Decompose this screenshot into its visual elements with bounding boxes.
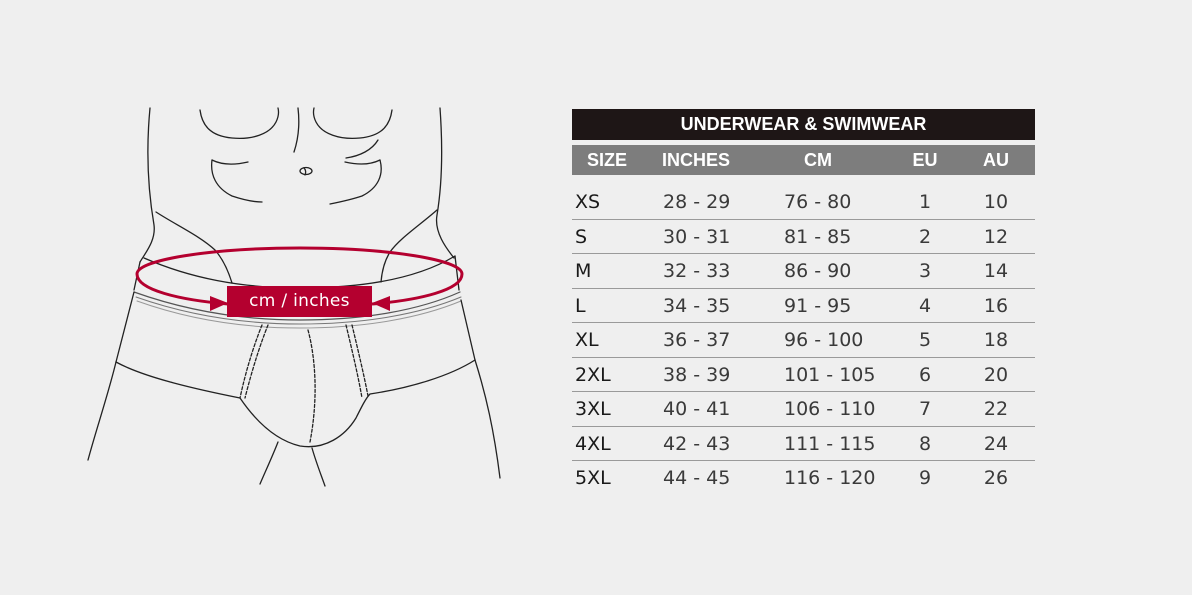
waistband-right-edge xyxy=(454,255,460,291)
cell-cm: 81 - 85 xyxy=(784,225,852,248)
abs-right-side xyxy=(329,159,382,205)
arrow-right-icon xyxy=(372,296,390,311)
leg-inner-right xyxy=(311,447,326,487)
header-eu: EU xyxy=(912,150,938,170)
cell-inches: 42 - 43 xyxy=(663,432,731,455)
pouch-left-2 xyxy=(244,324,269,399)
waistband-line-3 xyxy=(136,300,462,329)
header-inches: INCHES xyxy=(662,150,731,170)
cell-au: 14 xyxy=(983,260,1009,282)
cell-au: 12 xyxy=(983,225,1009,248)
torso-left-outline xyxy=(139,107,155,263)
leg-inner-left xyxy=(259,441,279,485)
cell-size: XL xyxy=(575,329,599,351)
cell-eu: 2 xyxy=(918,225,932,248)
cell-size: M xyxy=(575,260,592,282)
cell-eu: 9 xyxy=(918,467,932,489)
cell-cm: 101 - 105 xyxy=(784,363,876,386)
chart-header-row: SIZE INCHES CM EU AU xyxy=(572,145,1035,175)
cell-cm: 106 - 110 xyxy=(784,398,876,420)
waistband-top xyxy=(143,255,456,289)
cell-cm: 76 - 80 xyxy=(784,191,852,213)
torso-right-outline xyxy=(435,107,455,259)
table-row: M 32 - 33 86 - 90 3 14 xyxy=(572,254,1035,289)
cell-inches: 30 - 31 xyxy=(663,225,731,248)
cell-cm: 111 - 115 xyxy=(784,432,876,455)
cell-au: 10 xyxy=(983,191,1009,213)
leg-right-outer xyxy=(474,359,501,479)
cell-size: 4XL xyxy=(575,432,611,455)
table-row: 5XL 44 - 45 116 - 120 9 26 xyxy=(572,461,1035,495)
cell-eu: 1 xyxy=(918,191,932,213)
chest-right xyxy=(312,107,393,140)
table-row: XL 36 - 37 96 - 100 5 18 xyxy=(572,323,1035,358)
header-cm: CM xyxy=(804,150,832,170)
size-rows: XS 28 - 29 76 - 80 1 10 S 30 - 31 81 - 8… xyxy=(572,185,1035,495)
pouch-left xyxy=(239,324,263,399)
table-row: 4XL 42 - 43 111 - 115 8 24 xyxy=(572,427,1035,461)
cell-inches: 38 - 39 xyxy=(663,363,731,386)
cell-eu: 6 xyxy=(918,363,932,386)
measurement-unit-label: cm / inches xyxy=(227,286,372,317)
cell-eu: 4 xyxy=(918,294,932,317)
brief-right-side xyxy=(460,299,476,361)
cell-size: 3XL xyxy=(575,398,611,420)
cell-inches: 34 - 35 xyxy=(663,294,731,317)
table-row: L 34 - 35 91 - 95 4 16 xyxy=(572,289,1035,323)
cell-au: 22 xyxy=(983,398,1009,420)
cell-inches: 36 - 37 xyxy=(663,329,731,351)
cell-size: XS xyxy=(575,191,601,213)
cell-cm: 116 - 120 xyxy=(784,467,876,489)
chest-left xyxy=(199,107,280,140)
cell-au: 20 xyxy=(983,363,1009,386)
cell-inches: 44 - 45 xyxy=(663,467,731,489)
waistband-line-1 xyxy=(133,291,461,321)
cell-eu: 7 xyxy=(918,398,932,420)
header-au: AU xyxy=(983,150,1009,170)
abs-left-side xyxy=(210,159,263,203)
header-size: SIZE xyxy=(587,150,628,170)
table-row: XS 28 - 29 76 - 80 1 10 xyxy=(572,185,1035,220)
table-row: 2XL 38 - 39 101 - 105 6 20 xyxy=(572,358,1035,392)
cell-au: 16 xyxy=(983,294,1009,317)
cell-inches: 40 - 41 xyxy=(663,398,731,420)
pouch-right xyxy=(345,324,363,399)
table-row: S 30 - 31 81 - 85 2 12 xyxy=(572,220,1035,254)
brief-left-leg xyxy=(115,359,476,448)
body-illustration xyxy=(87,107,501,487)
cell-size: L xyxy=(575,294,586,317)
table-row: 3XL 40 - 41 106 - 110 7 22 xyxy=(572,392,1035,427)
v-line-right xyxy=(380,209,438,283)
navel xyxy=(299,166,313,176)
cell-size: S xyxy=(575,225,588,248)
brief-left-side xyxy=(115,291,135,363)
cell-inches: 32 - 33 xyxy=(663,260,731,282)
pouch-right-2 xyxy=(351,324,369,397)
cell-inches: 28 - 29 xyxy=(663,191,731,213)
abs-right-upper xyxy=(344,159,381,165)
cell-cm: 91 - 95 xyxy=(784,294,852,317)
sternum xyxy=(293,107,300,153)
abs-right-mid xyxy=(345,139,379,159)
arrow-left-icon xyxy=(210,296,228,311)
cell-cm: 96 - 100 xyxy=(784,329,864,351)
pouch-center xyxy=(307,329,316,443)
chart-title: UNDERWEAR & SWIMWEAR xyxy=(572,109,1035,140)
cell-size: 5XL xyxy=(575,467,611,489)
cell-cm: 86 - 90 xyxy=(784,260,852,282)
measure-ellipse xyxy=(135,246,464,306)
waistband-line-2 xyxy=(135,296,462,325)
v-line-left xyxy=(155,211,233,284)
size-chart-table: UNDERWEAR & SWIMWEAR SIZE INCHES CM EU A… xyxy=(572,109,1035,495)
abs-left-upper xyxy=(211,159,249,165)
cell-eu: 5 xyxy=(918,329,932,351)
cell-eu: 8 xyxy=(918,432,932,455)
cell-au: 26 xyxy=(983,467,1009,489)
cell-au: 24 xyxy=(983,432,1009,455)
cell-au: 18 xyxy=(983,329,1009,351)
cell-size: 2XL xyxy=(575,363,611,386)
cell-eu: 3 xyxy=(918,260,932,282)
leg-left-outer xyxy=(87,361,117,461)
